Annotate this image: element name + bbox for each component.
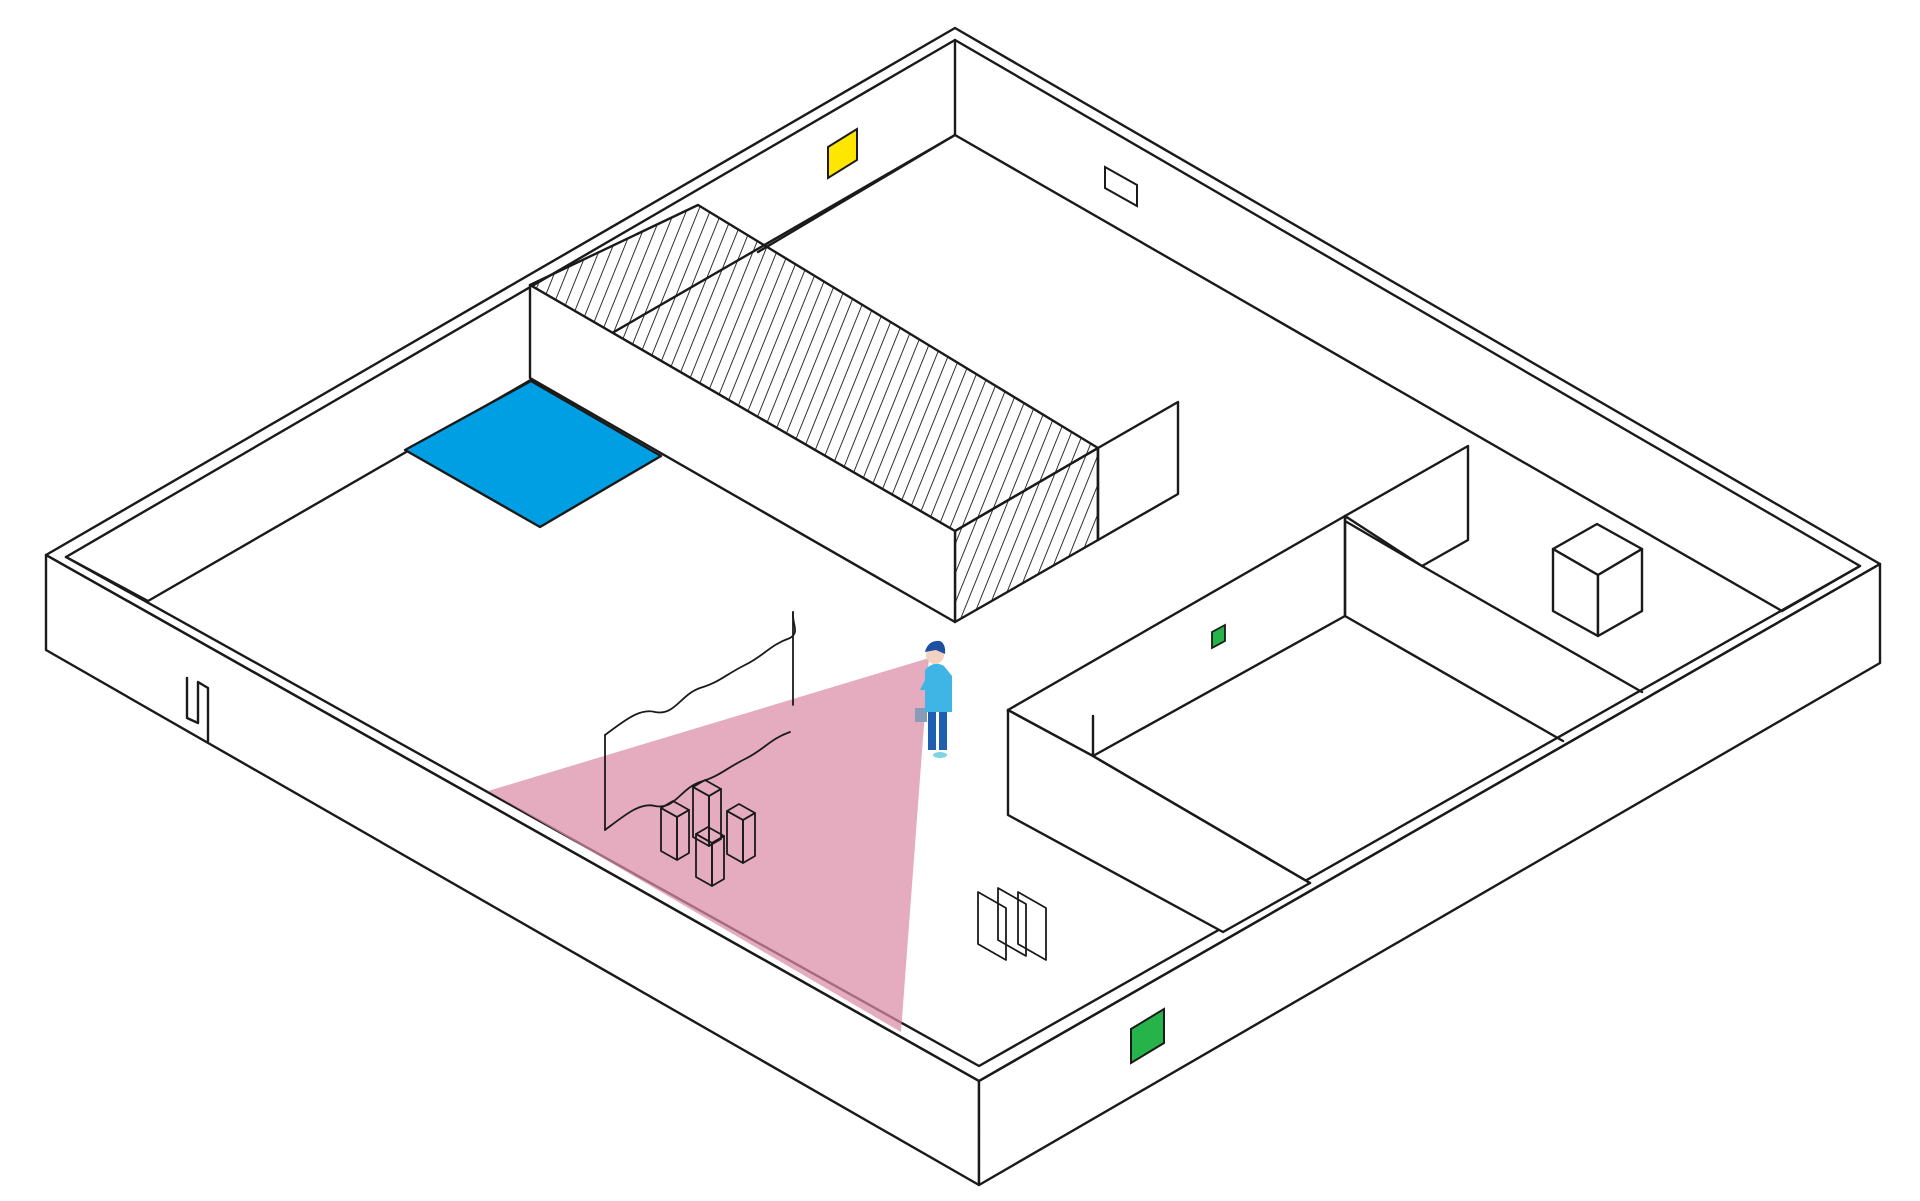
partition-extension-wall (1096, 400, 1180, 542)
entrance-notch (185, 676, 210, 743)
inner-room-wall-cap (1006, 708, 1095, 758)
visitor-shirt (925, 663, 952, 712)
right-wall-bottom (1780, 564, 1862, 613)
pedestal-3 (726, 803, 756, 864)
wavy-screen-top (604, 611, 796, 736)
cube-right (1596, 547, 1644, 638)
hatched-partition-block (528, 133, 1180, 624)
yellow-wall-sensor (827, 127, 858, 180)
pedestal-4 (695, 826, 725, 887)
inner-room-wall-base (1091, 754, 1312, 885)
inner-room-divider-top (1343, 514, 1424, 568)
pedestal-group (660, 779, 756, 887)
inner-room-tall-wall (1343, 444, 1470, 568)
pedestal-1 (660, 800, 690, 861)
visitor-bag (915, 708, 927, 722)
large-green-sensor (1130, 1007, 1165, 1065)
glass-panel-1 (977, 891, 1007, 961)
visitor-figure (915, 640, 952, 758)
outer-walls (44, 26, 1882, 1187)
white-wall-sign (1104, 165, 1138, 208)
partition-long-face (528, 283, 957, 624)
blue-floor-panel (403, 379, 663, 529)
small-green-sensor (1211, 623, 1226, 650)
back-right-wall-base (953, 133, 1784, 613)
outer-wall-outer-edge (44, 26, 1882, 1083)
visitor-arm (920, 676, 932, 690)
white-cube (1551, 522, 1644, 638)
inner-room-floor-line (1343, 614, 1565, 743)
glass-panel-2 (997, 887, 1027, 957)
visitor-hair (925, 640, 946, 654)
glass-panel-3 (1017, 891, 1047, 961)
inner-room-left-wall (1006, 708, 1312, 934)
inner-room-divider (1420, 564, 1644, 694)
visitor-leg-left (928, 712, 936, 750)
pedestal-2 (692, 779, 722, 847)
visitor-leg-right (939, 712, 947, 750)
glass-panels (977, 887, 1047, 961)
inner-room-enclosure (1006, 444, 1644, 934)
left-wall-bottom (64, 555, 150, 603)
visitor-shoe (933, 752, 947, 758)
partition-back-link (756, 133, 957, 254)
